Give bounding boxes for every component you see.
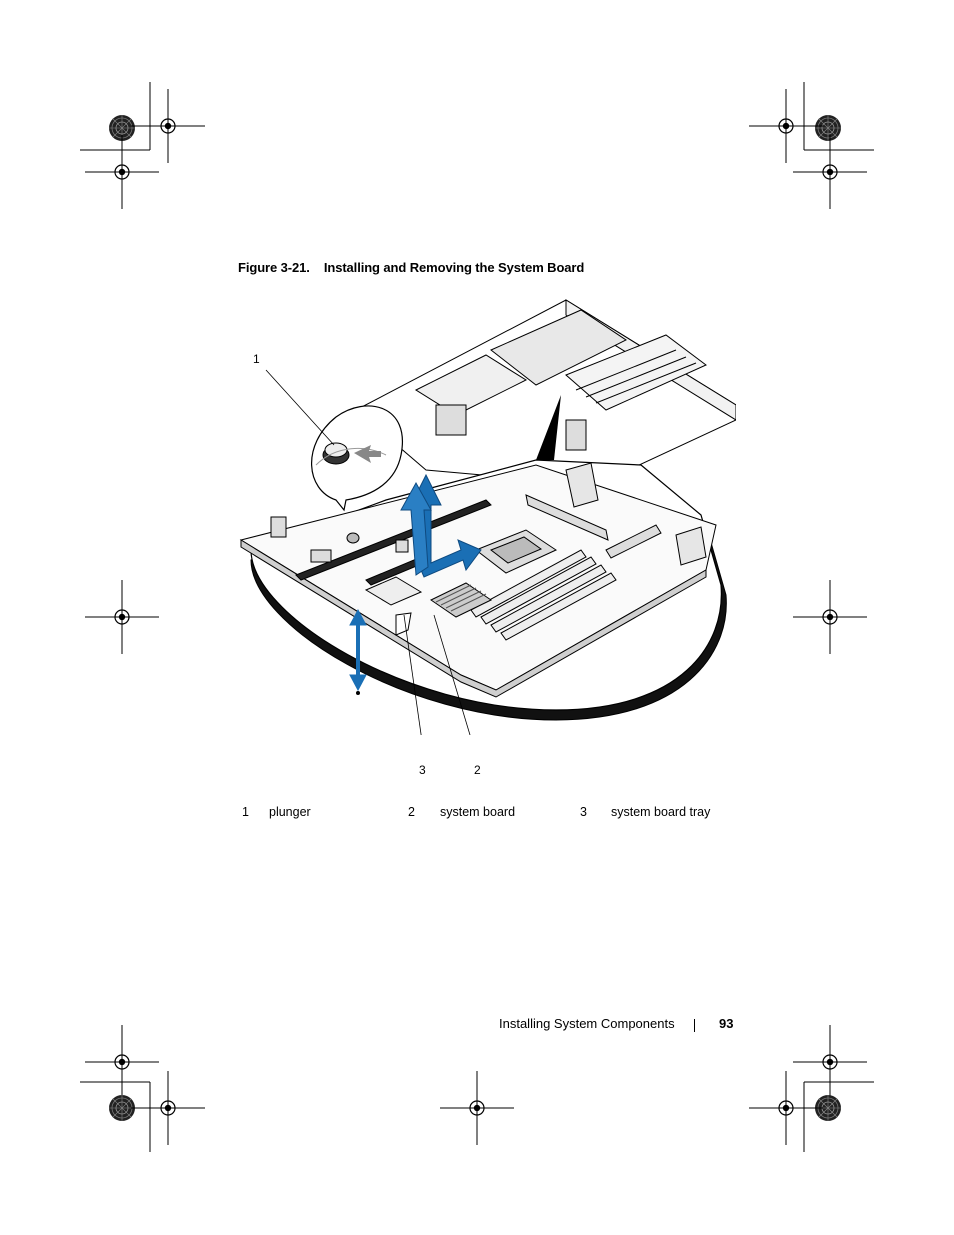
crosshair-mark-icon (84, 1024, 160, 1100)
callout-number-3: 3 (419, 763, 426, 777)
crosshair-mark-icon (130, 88, 206, 164)
page-number: 93 (719, 1016, 734, 1031)
legend-num-2: 2 (408, 805, 415, 819)
callout-number-2: 2 (474, 763, 481, 777)
crosshair-mark-icon (439, 1070, 515, 1146)
crosshair-mark-icon (748, 88, 824, 164)
footer-section-title: Installing System Components (499, 1016, 675, 1031)
crosshair-mark-icon (84, 134, 160, 210)
legend-label-1: plunger (269, 805, 311, 819)
footer-separator (694, 1019, 695, 1032)
figure-number: Figure 3-21. (238, 260, 310, 275)
system-board-drawing (239, 299, 737, 756)
rosette-mark-icon (814, 114, 842, 142)
vertical-double-arrow (349, 608, 367, 692)
plunger-detail-bubble (311, 405, 403, 512)
legend-label-3: system board tray (611, 805, 711, 819)
legend-num-1: 1 (242, 805, 249, 819)
callout-leader-3 (403, 614, 425, 756)
callout-number-1: 1 (253, 352, 260, 366)
crosshair-mark-icon (84, 579, 160, 655)
callout-leader-2 (433, 614, 477, 756)
system-board-illustration: 1 3 2 (236, 295, 737, 777)
legend-label-2: system board (440, 805, 516, 819)
figure-legend: 1 plunger 2 system board 3 system board … (236, 805, 736, 825)
figure-caption: Figure 3-21. Installing and Removing the… (238, 260, 584, 275)
crosshair-mark-icon (792, 579, 868, 655)
legend-num-3: 3 (580, 805, 587, 819)
callout-leader-1 (265, 369, 335, 446)
figure-title: Installing and Removing the System Board (323, 260, 585, 275)
